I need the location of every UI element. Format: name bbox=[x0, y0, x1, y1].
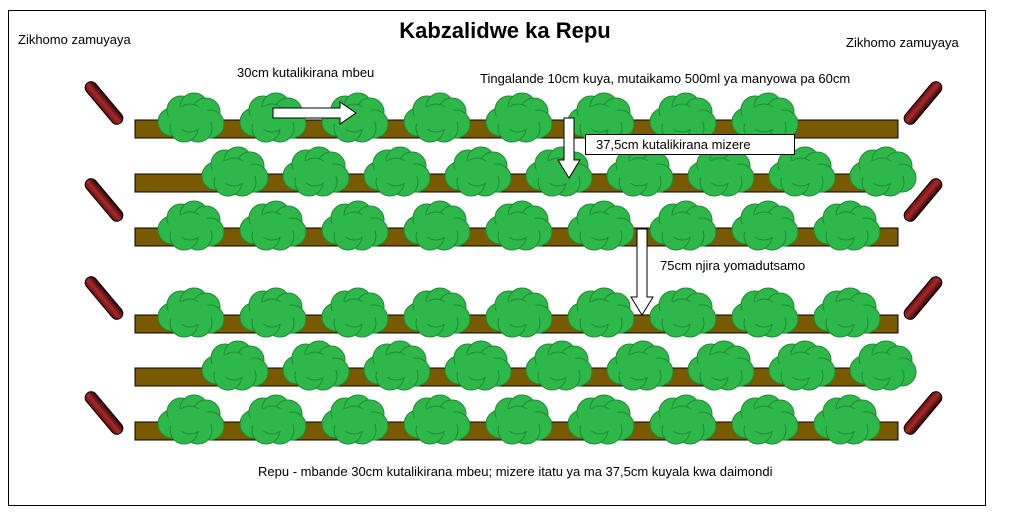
diagram-caption: Repu - mbande 30cm kutalikirana mbeu; mi… bbox=[258, 464, 773, 479]
cabbage-plant bbox=[157, 394, 225, 445]
path-width-label: 75cm njira yomadutsamo bbox=[660, 258, 806, 273]
plant-bed bbox=[134, 340, 917, 391]
stake-left bbox=[84, 276, 124, 320]
diagram-title: Kabzalidwe ka Repu bbox=[399, 18, 611, 43]
plant-bed bbox=[134, 394, 899, 445]
stake-right bbox=[903, 81, 943, 125]
cabbage-plant bbox=[567, 287, 635, 338]
cabbage-plant bbox=[731, 200, 799, 251]
planting-depth-label: Tingalande 10cm kuya, mutaikamo 500ml ya… bbox=[480, 71, 851, 86]
cabbage-plant bbox=[485, 287, 553, 338]
cabbage-plant bbox=[525, 146, 593, 197]
cabbage-plant bbox=[649, 394, 717, 445]
cabbage-plant bbox=[731, 394, 799, 445]
cabbage-plant bbox=[444, 146, 512, 197]
cabbage-plant bbox=[157, 287, 225, 338]
stake-left bbox=[84, 81, 124, 125]
cabbage-plant bbox=[239, 394, 307, 445]
cabbage-plant bbox=[239, 287, 307, 338]
cabbage-plant bbox=[282, 340, 350, 391]
seed-spacing-arrow bbox=[272, 101, 357, 125]
cabbage-plant bbox=[201, 340, 269, 391]
cabbage-plant bbox=[567, 200, 635, 251]
seed-spacing-label: 30cm kutalikirana mbeu bbox=[237, 65, 375, 80]
cabbage-plant bbox=[649, 287, 717, 338]
cabbage-plant bbox=[403, 92, 471, 143]
cabbage-plant bbox=[403, 200, 471, 251]
corner-label-left: Zikhomo zamuyaya bbox=[18, 32, 131, 47]
cabbage-plant bbox=[813, 200, 881, 251]
cabbage-plant bbox=[768, 340, 836, 391]
cabbage-plant bbox=[485, 394, 553, 445]
stake-left bbox=[84, 391, 124, 435]
cabbage-plant bbox=[485, 92, 553, 143]
cabbage-plant bbox=[649, 200, 717, 251]
cabbage-plant bbox=[768, 146, 836, 197]
cabbage-plant bbox=[239, 200, 307, 251]
diagram-frame bbox=[8, 10, 986, 506]
row-spacing-arrow bbox=[557, 117, 581, 179]
cabbage-plant bbox=[321, 394, 389, 445]
corner-label-right: Zikhomo zamuyaya bbox=[846, 35, 959, 50]
cabbage-plant bbox=[403, 394, 471, 445]
cabbage-plant bbox=[321, 200, 389, 251]
plant-bed bbox=[134, 200, 899, 251]
cabbage-plant bbox=[321, 287, 389, 338]
cabbage-plant bbox=[363, 146, 431, 197]
cabbage-plant bbox=[525, 340, 593, 391]
row-spacing-callout: 37,5cm kutalikirana mizere bbox=[585, 134, 795, 155]
cabbage-plant bbox=[687, 340, 755, 391]
cabbage-plant bbox=[731, 287, 799, 338]
cabbage-plant bbox=[239, 92, 307, 143]
path-width-arrow bbox=[630, 228, 654, 316]
cabbage-plant bbox=[606, 340, 674, 391]
plant-bed bbox=[134, 146, 917, 197]
stake-right bbox=[903, 276, 943, 320]
cabbage-plant bbox=[201, 146, 269, 197]
cabbage-plant bbox=[849, 340, 917, 391]
cabbage-plant bbox=[485, 200, 553, 251]
cabbage-plant bbox=[444, 340, 512, 391]
cabbage-plant bbox=[157, 92, 225, 143]
cabbage-plant bbox=[363, 340, 431, 391]
cabbage-plant bbox=[403, 287, 471, 338]
cabbage-plant bbox=[731, 92, 799, 143]
cabbage-plant bbox=[813, 287, 881, 338]
cabbage-plant bbox=[849, 146, 917, 197]
cabbage-plant bbox=[567, 92, 635, 143]
cabbage-plant bbox=[282, 146, 350, 197]
stake-right bbox=[903, 178, 943, 222]
stake-right bbox=[903, 391, 943, 435]
cabbage-plant bbox=[813, 394, 881, 445]
plant-bed bbox=[134, 287, 899, 338]
stake-left bbox=[84, 178, 124, 222]
cabbage-plant bbox=[567, 394, 635, 445]
cabbage-plant bbox=[157, 200, 225, 251]
